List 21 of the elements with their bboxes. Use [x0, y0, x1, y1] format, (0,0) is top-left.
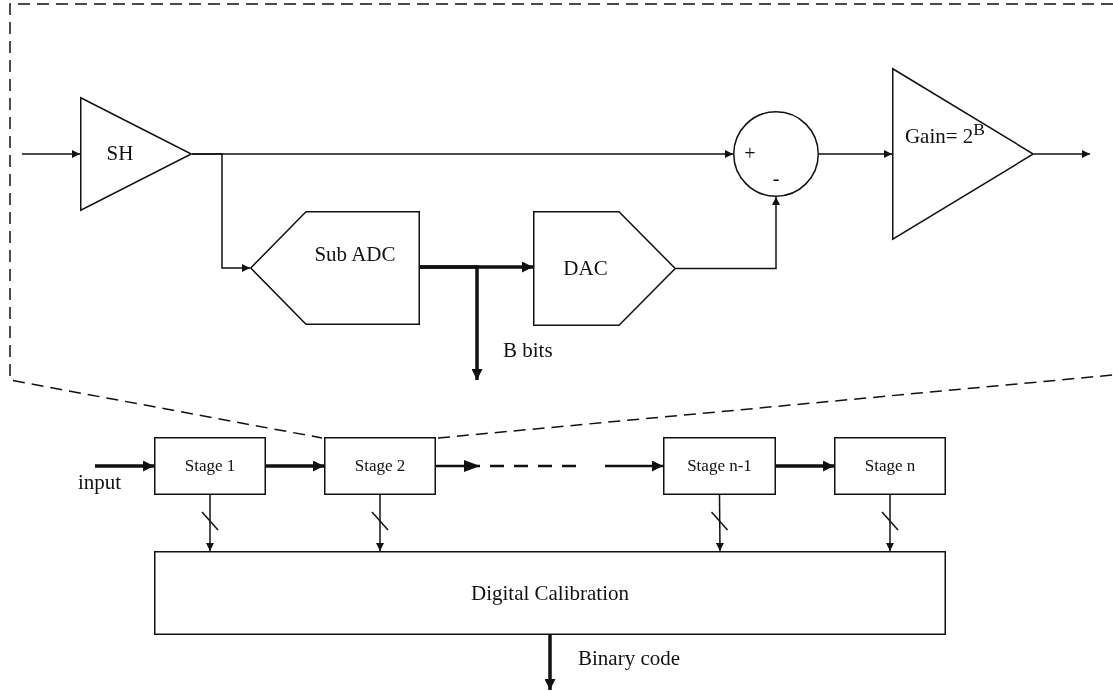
- stage-box: [834, 437, 946, 495]
- amplifier-triangle: [80, 97, 192, 211]
- sign-label: -: [771, 166, 781, 190]
- calibration-block: [154, 551, 946, 635]
- block-label: Gain= 2$^{B}$: [903, 118, 987, 148]
- block-label: Stage 1: [183, 455, 237, 477]
- summing-junction: [733, 111, 819, 197]
- block-label: DAC: [562, 256, 609, 280]
- block-label: SH: [105, 141, 135, 165]
- block-label: Stage 2: [353, 455, 407, 477]
- block-label: Stage n-1: [686, 455, 753, 477]
- block-label: Stage n: [863, 455, 917, 477]
- stage-box: [663, 437, 776, 495]
- block-label: Digital Calibration: [469, 581, 631, 605]
- stage-box: [154, 437, 266, 495]
- stage-box: [324, 437, 436, 495]
- sign-label: +: [743, 141, 757, 165]
- sub-adc-block: [250, 211, 420, 325]
- gain-amplifier-triangle: [892, 68, 1034, 240]
- block-label: Sub ADC: [313, 242, 397, 266]
- dac-block: [533, 211, 676, 326]
